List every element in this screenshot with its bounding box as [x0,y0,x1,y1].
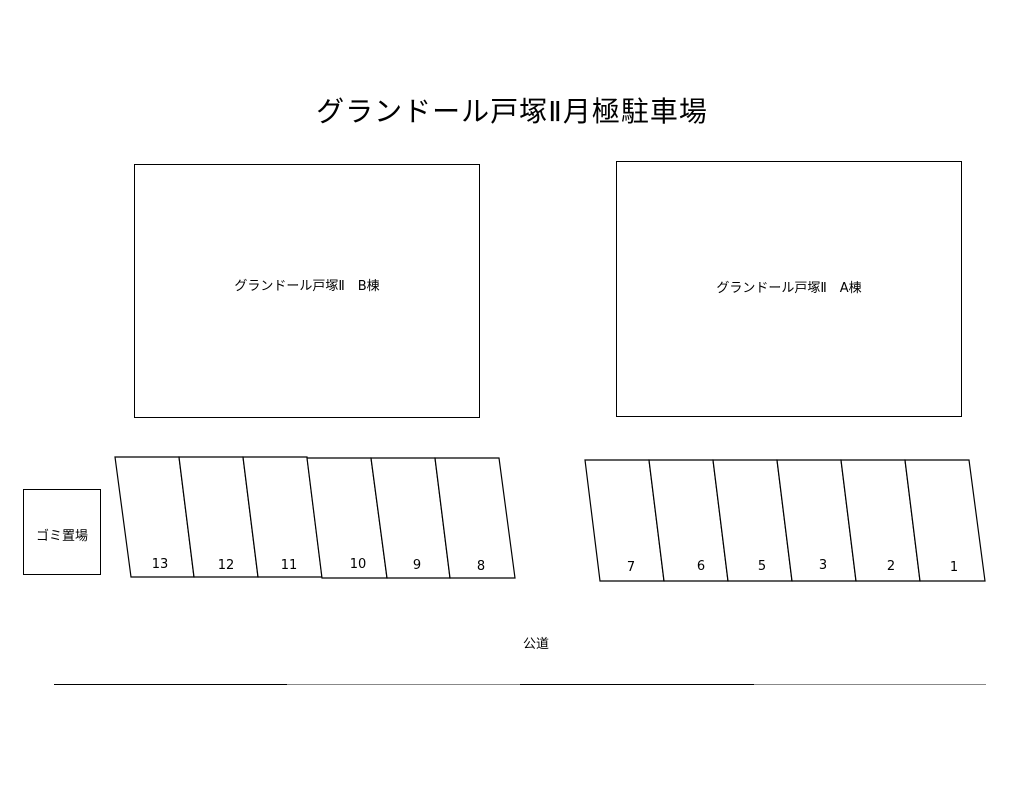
parking-number: 6 [697,559,705,574]
parking-number: 10 [350,557,367,572]
building-b: グランドール戸塚Ⅱ B棟 [134,164,480,418]
parking-space-8[interactable] [434,457,516,579]
garbage-area-label: ゴミ置場 [35,529,88,544]
parking-number: 5 [758,559,766,574]
parking-number: 1 [950,560,958,575]
parking-number: 7 [627,560,635,575]
parking-number: 8 [477,559,485,574]
parking-number: 9 [413,558,421,573]
building-b-label: グランドール戸塚Ⅱ B棟 [234,279,380,294]
building-a-label: グランドール戸塚Ⅱ A棟 [716,281,862,296]
parking-number: 3 [819,558,827,573]
parking-space-1[interactable] [904,459,986,582]
parking-number: 13 [152,557,169,572]
road-line [54,684,986,685]
parking-number: 2 [887,559,895,574]
parking-number: 12 [218,558,235,573]
parking-number: 11 [281,558,298,573]
building-a: グランドール戸塚Ⅱ A棟 [616,161,962,417]
garbage-area: ゴミ置場 [23,489,101,575]
road-label: 公道 [522,637,549,652]
page-title: グランドール戸塚Ⅱ月極駐車場 [316,95,708,128]
